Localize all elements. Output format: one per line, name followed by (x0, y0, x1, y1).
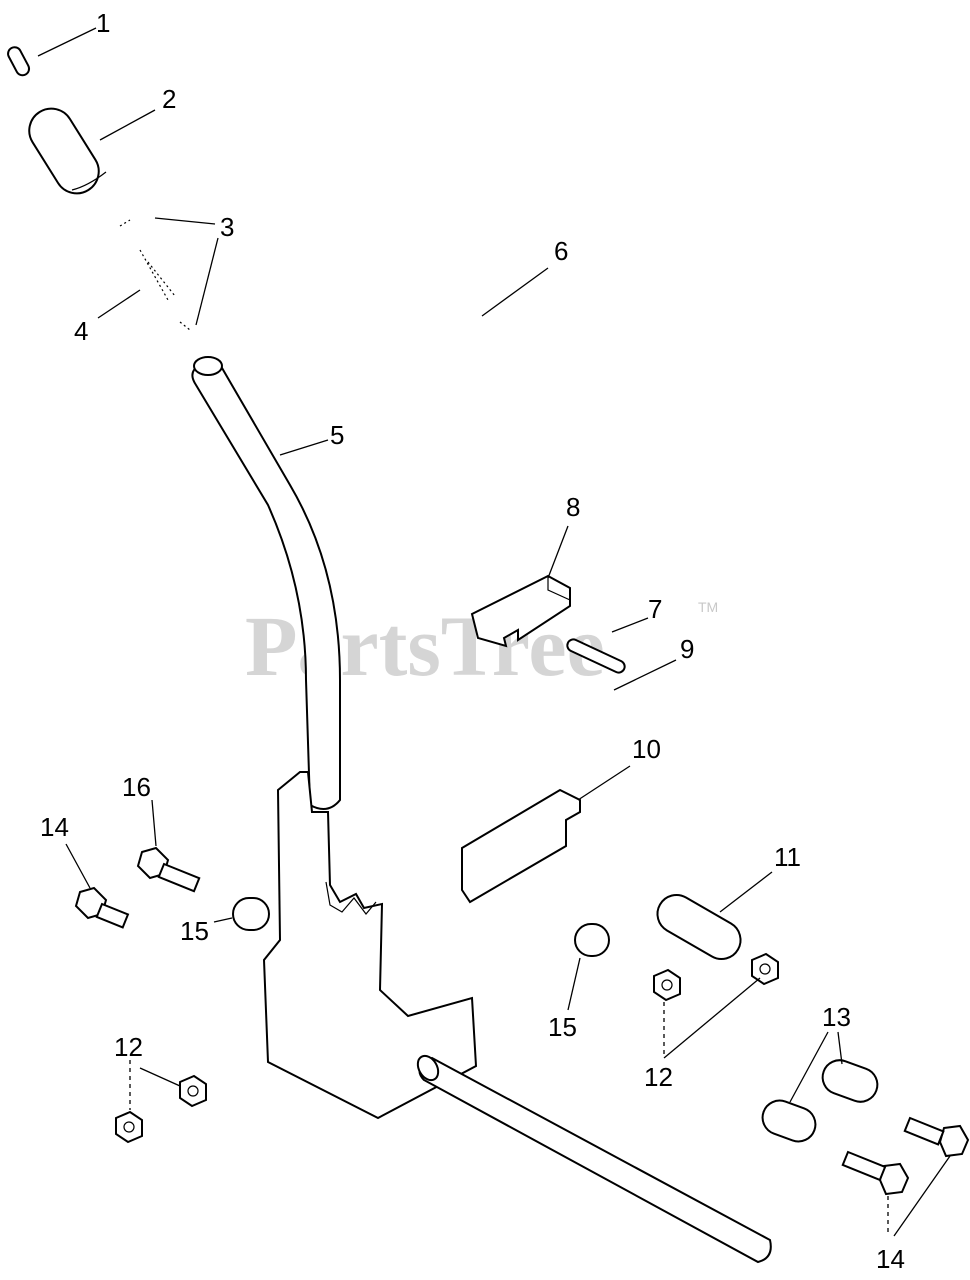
callout-13: 13 (822, 1002, 851, 1032)
callout-4: 4 (74, 316, 88, 346)
callout-15-right: 15 (548, 1012, 577, 1042)
callout-11: 11 (774, 842, 801, 872)
part-10-plate[interactable] (461, 788, 581, 904)
watermark-tm: TM (698, 599, 718, 615)
part-8-plate[interactable] (470, 574, 571, 648)
part-12-nut-right-upper[interactable] (751, 952, 779, 986)
part-5-shift-lever[interactable] (191, 356, 341, 810)
callout-7: 7 (648, 594, 662, 624)
callout-12-left: 12 (114, 1032, 143, 1062)
callout-14-left: 14 (40, 812, 69, 842)
part-7-pin[interactable] (565, 637, 626, 674)
cross-shaft-rod[interactable] (414, 1052, 772, 1264)
part-12-nut-right-lower[interactable] (653, 968, 681, 1002)
lever-bracket-plate[interactable] (262, 771, 478, 1120)
part-14-bolt-right-upper[interactable] (903, 1116, 970, 1158)
callouts: 1 2 3 4 5 6 8 7 9 10 11 16 14 15 15 12 1… (40, 8, 905, 1274)
part-2-grip[interactable] (21, 100, 107, 201)
callout-14-right: 14 (876, 1244, 905, 1274)
callout-3: 3 (220, 212, 234, 242)
part-12-nut-left-lower[interactable] (115, 1110, 143, 1144)
part-15-spacer-right[interactable] (574, 923, 610, 957)
part-16-bolt[interactable] (136, 846, 201, 893)
callout-9: 9 (680, 634, 694, 664)
part-13-bushing-lower[interactable] (758, 1096, 820, 1146)
leader-lines (37, 27, 951, 1237)
callout-1: 1 (96, 8, 110, 38)
callout-2: 2 (162, 84, 176, 114)
callout-6: 6 (554, 236, 568, 266)
part-14-bolt-left[interactable] (74, 886, 130, 929)
part-14-bolt-right-lower[interactable] (841, 1150, 910, 1196)
part-11-sleeve[interactable] (651, 888, 748, 966)
part-3-4-detail (119, 219, 191, 331)
callout-15-left: 15 (180, 916, 209, 946)
part-1-pin[interactable] (6, 45, 32, 78)
callout-8: 8 (566, 492, 580, 522)
part-15-spacer-left[interactable] (232, 897, 270, 931)
callout-12-right: 12 (644, 1062, 673, 1092)
part-12-nut-left-upper[interactable] (179, 1074, 207, 1108)
part-13-bushing-upper[interactable] (818, 1055, 882, 1106)
callout-16: 16 (122, 772, 151, 802)
callout-5: 5 (330, 420, 344, 450)
callout-10: 10 (632, 734, 661, 764)
